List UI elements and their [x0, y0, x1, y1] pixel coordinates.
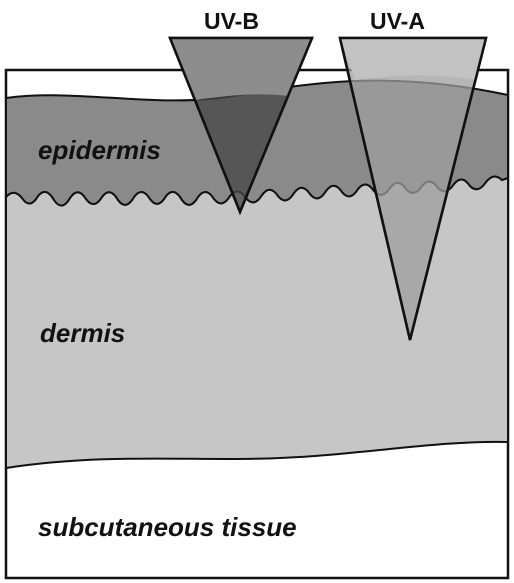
uva-beam-above-skin	[340, 38, 486, 80]
dermis-label: dermis	[40, 318, 125, 348]
uva-label: UV-A	[370, 8, 425, 34]
subcutaneous-label: subcutaneous tissue	[38, 512, 297, 542]
epidermis-label: epidermis	[38, 135, 161, 165]
uvb-label: UV-B	[204, 8, 259, 34]
